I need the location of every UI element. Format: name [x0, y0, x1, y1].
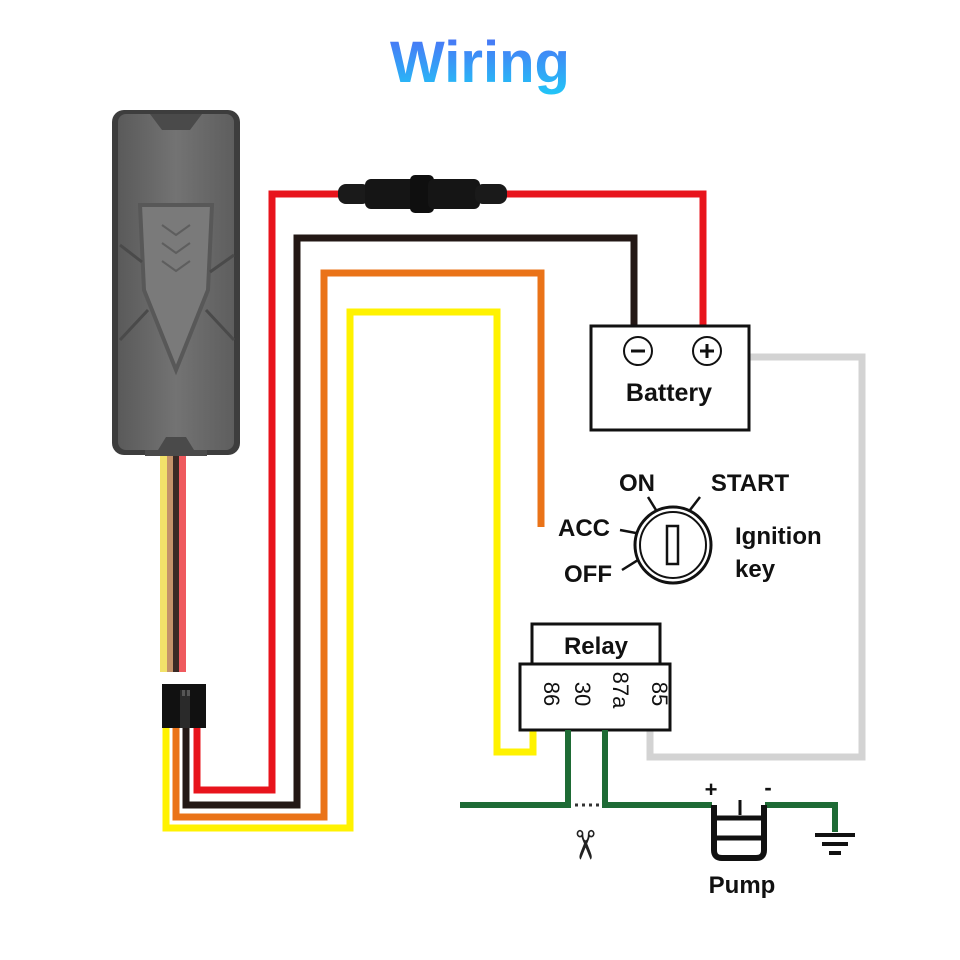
ground-icon — [815, 833, 855, 855]
relay-label: Relay — [564, 633, 629, 660]
green-wire-left — [460, 730, 571, 808]
relay-pin-86: 86 — [539, 682, 564, 706]
ignition-off-label: OFF — [564, 561, 612, 588]
green-wire-ground — [765, 802, 838, 832]
relay-pin-87a: 87a — [608, 672, 633, 709]
device-cable-bundle — [160, 452, 186, 672]
ignition-key-label-line1: Ignition — [735, 523, 822, 550]
page-title: Wiring — [390, 30, 570, 95]
ignition-on-label: ON — [619, 470, 655, 497]
pump-plus-label: + — [705, 777, 718, 802]
orange-wire — [172, 269, 545, 821]
green-wire-right — [602, 730, 712, 808]
ignition-key-label-line2: key — [735, 556, 776, 583]
relay: Relay 86 30 87a 85 — [518, 622, 672, 732]
pump-minus-label: - — [764, 775, 771, 800]
ignition-start-label: START — [711, 470, 790, 497]
ignition-acc-label: ACC — [558, 515, 610, 542]
ignition-key: ON START ACC OFF Ignition key — [558, 470, 822, 588]
gps-tracker-device — [112, 110, 240, 456]
red-wire — [193, 190, 707, 794]
inline-fuse — [338, 175, 507, 213]
battery-negative-terminal-icon — [623, 336, 653, 366]
pump: + - Pump — [705, 775, 776, 899]
relay-pin-85: 85 — [647, 682, 672, 706]
gray-wire — [646, 353, 866, 761]
wire-connector — [162, 684, 206, 728]
scissors-icon: ✂ — [562, 828, 606, 862]
pump-label: Pump — [709, 872, 776, 899]
battery-label: Battery — [626, 379, 712, 407]
yellow-wire — [162, 308, 537, 832]
black-wire — [182, 234, 638, 809]
relay-pin-30: 30 — [570, 682, 595, 706]
battery: Battery — [589, 324, 751, 432]
battery-positive-terminal-icon — [692, 336, 722, 366]
